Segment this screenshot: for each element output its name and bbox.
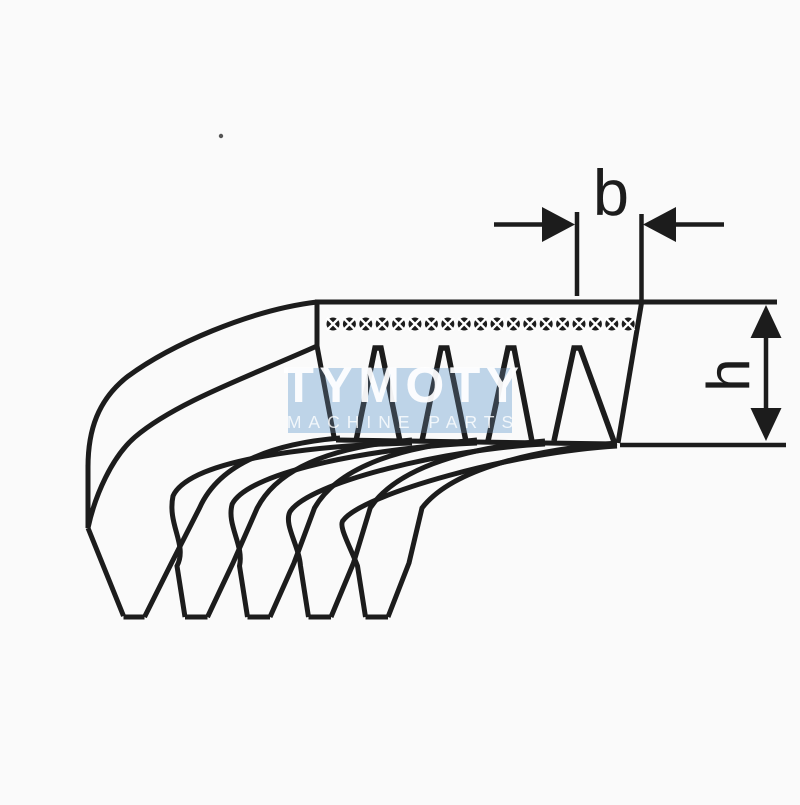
svg-text:MACHINE PARTS: MACHINE PARTS [287, 412, 520, 432]
svg-text:TYMOTY: TYMOTY [283, 357, 524, 413]
svg-text:h: h [695, 358, 762, 391]
svg-text:b: b [593, 156, 629, 229]
